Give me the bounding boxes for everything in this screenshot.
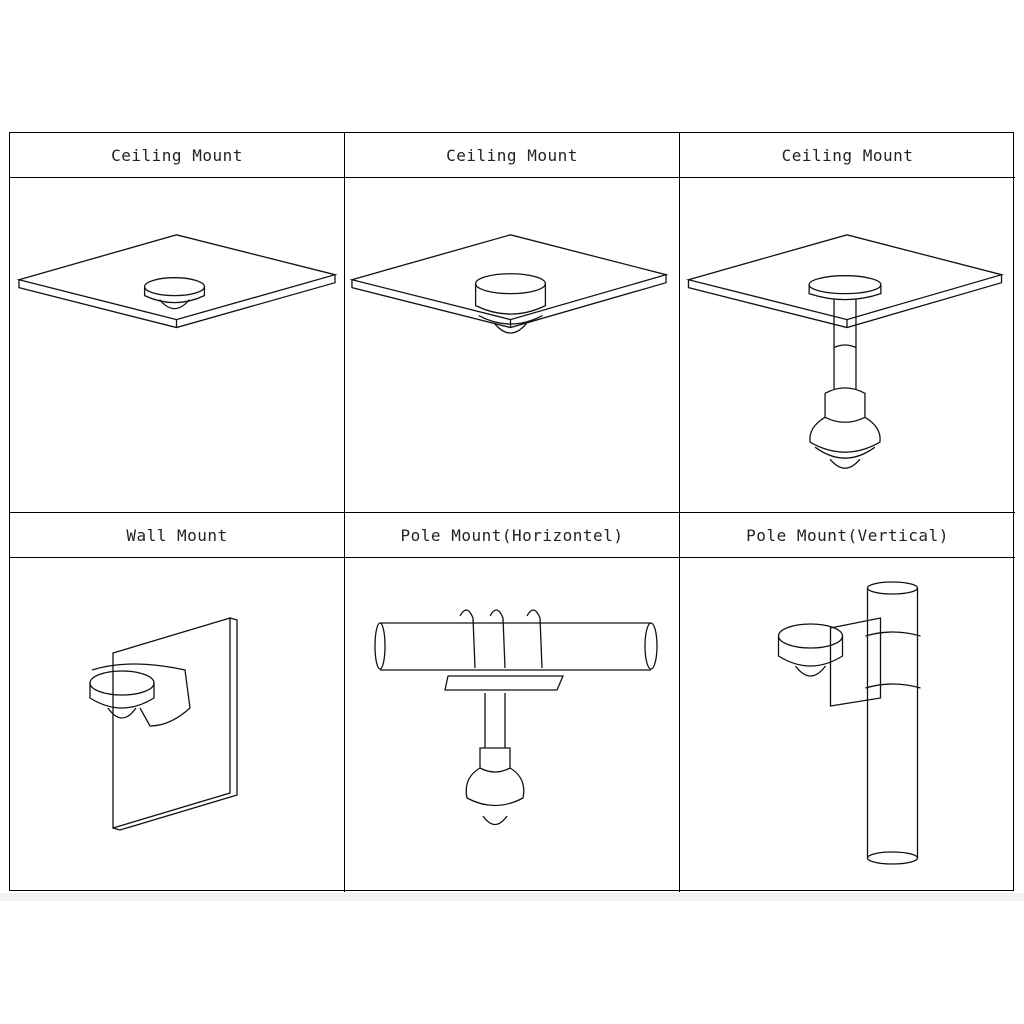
wall-mount-illustration [10, 558, 345, 892]
mount-header-ceiling-1: Ceiling Mount [10, 133, 345, 178]
page-bottom-band [0, 893, 1024, 901]
mount-header-pole-horizontal: Pole Mount(Horizontel) [345, 513, 680, 558]
ceiling-mount-adapter-illustration [345, 178, 680, 513]
mount-header-wall: Wall Mount [10, 513, 345, 558]
ceiling-mount-pendant-illustration [680, 178, 1015, 513]
mount-header-pole-vertical: Pole Mount(Vertical) [680, 513, 1015, 558]
mounting-options-table: Ceiling Mount Ceiling Mount Ceiling Moun… [9, 132, 1015, 892]
ceiling-mount-flush-illustration [10, 178, 345, 513]
pole-mount-horizontal-illustration [345, 558, 680, 892]
pole-mount-vertical-illustration [680, 558, 1015, 892]
mount-header-ceiling-2: Ceiling Mount [345, 133, 680, 178]
mount-header-ceiling-3: Ceiling Mount [680, 133, 1015, 178]
